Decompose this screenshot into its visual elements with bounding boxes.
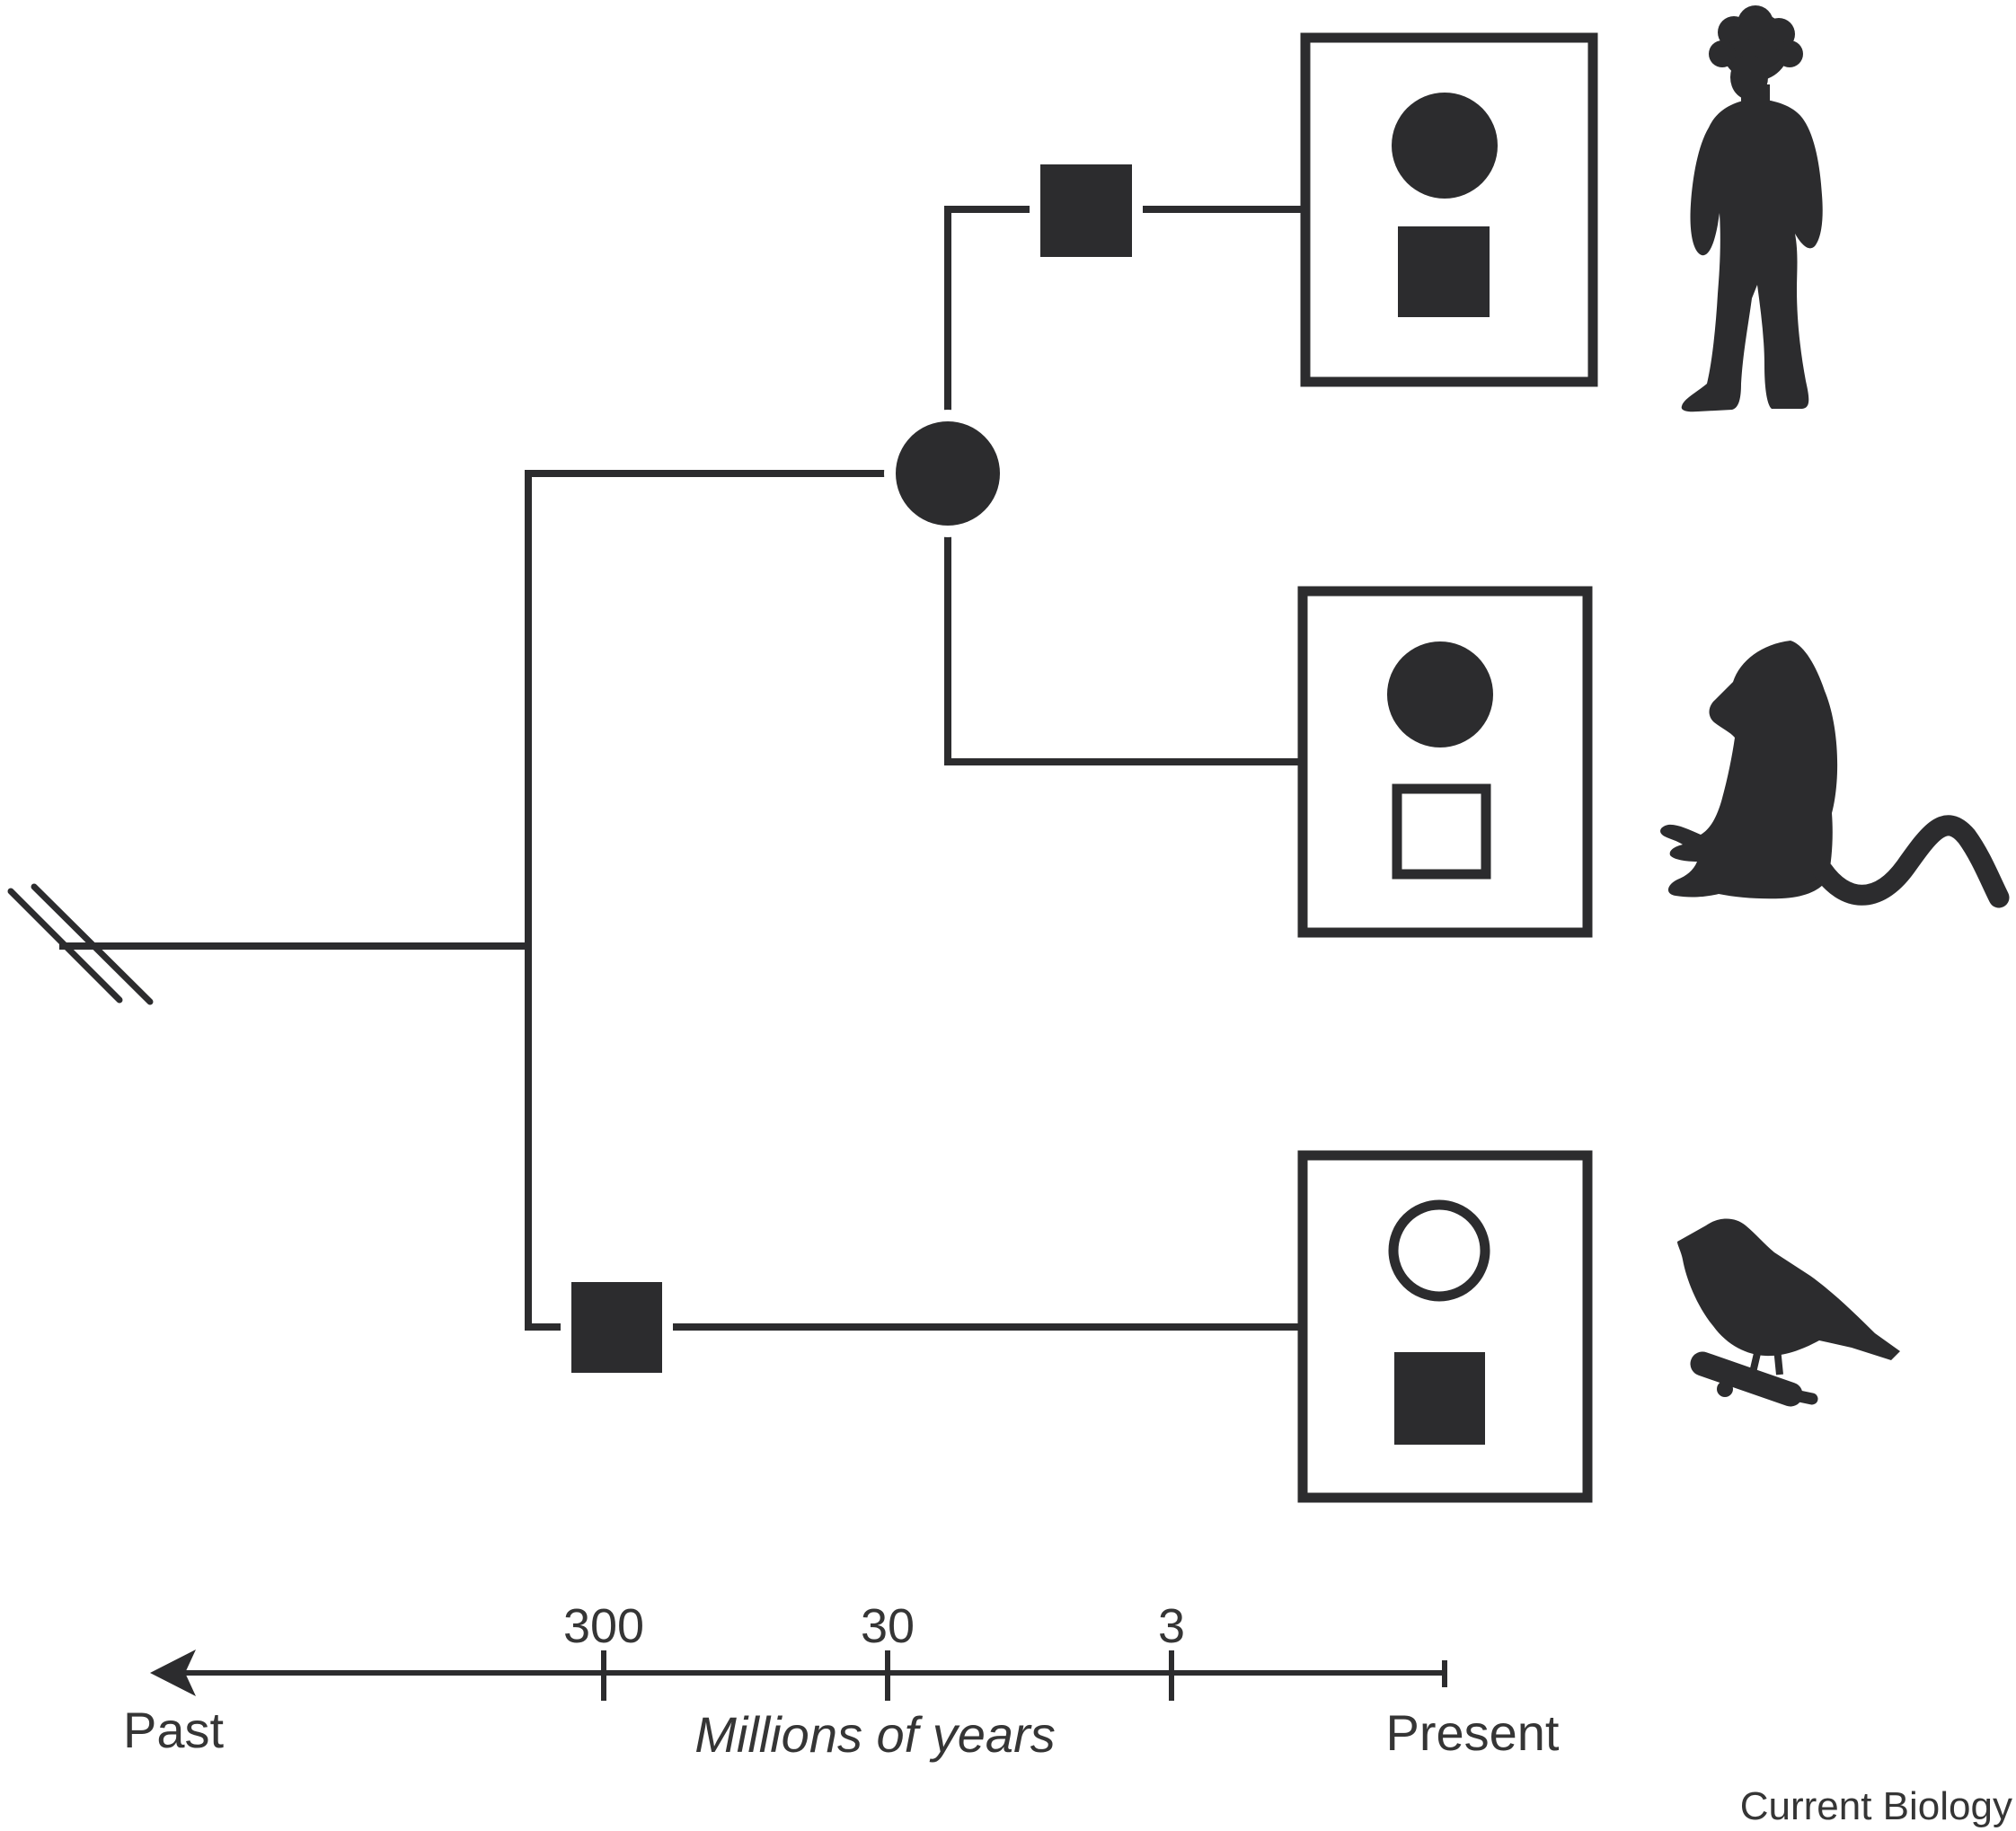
monkey-body — [1660, 641, 1838, 899]
human-trait-square-filled-icon — [1398, 226, 1490, 317]
bird-trait-box — [1297, 1150, 1593, 1503]
ancestral-state-markers — [561, 163, 1143, 1375]
bird-perch-branch — [1690, 1351, 1803, 1407]
tick-label-3: 3 — [1158, 1599, 1185, 1653]
bird-perch-knot — [1717, 1381, 1733, 1397]
bird-trait-square-filled-icon — [1394, 1352, 1485, 1445]
human-silhouette — [1681, 5, 1823, 412]
human-body — [1681, 99, 1823, 412]
monkey-tail — [1812, 815, 2010, 908]
present-label: Present — [1386, 1704, 1560, 1761]
monkey-trait-square-open-icon — [1392, 783, 1491, 880]
monkey-silhouette — [1660, 641, 2010, 908]
human-branch-marker-square — [1040, 164, 1132, 257]
monkey-trait-box — [1297, 586, 1593, 938]
phylogenetic-tree-branches — [59, 206, 1309, 1331]
human-hair-curl — [1709, 40, 1736, 67]
trait-box-frame — [1300, 32, 1598, 387]
axis-title-label: Millions of years — [694, 1706, 1055, 1763]
bird-silhouette — [1677, 1218, 1900, 1407]
past-arrowhead-icon — [150, 1650, 196, 1696]
bird-trait-circle-open-icon — [1388, 1199, 1490, 1302]
human-trait-box — [1300, 32, 1598, 387]
bird-perch-twig — [1784, 1388, 1818, 1405]
tick-label-30: 30 — [861, 1599, 915, 1653]
human-trait-circle-filled-icon — [1392, 93, 1498, 199]
tick-label-300: 300 — [563, 1599, 644, 1653]
axis-break-marks — [7, 883, 154, 1005]
axis-break-slash-1 — [7, 888, 123, 1004]
journal-credit-label: Current Biology — [1740, 1784, 2012, 1828]
timeline-axis — [180, 1650, 1447, 1701]
axis-break-slash-2 — [31, 883, 154, 1005]
bird-branch-marker-square — [571, 1282, 662, 1373]
human-hair-curl — [1776, 40, 1803, 67]
human-monkey-ancestor-node — [896, 421, 1000, 526]
bird-body — [1677, 1218, 1900, 1360]
monkey-trait-circle-filled-icon — [1387, 641, 1493, 747]
past-label: Past — [123, 1702, 224, 1758]
